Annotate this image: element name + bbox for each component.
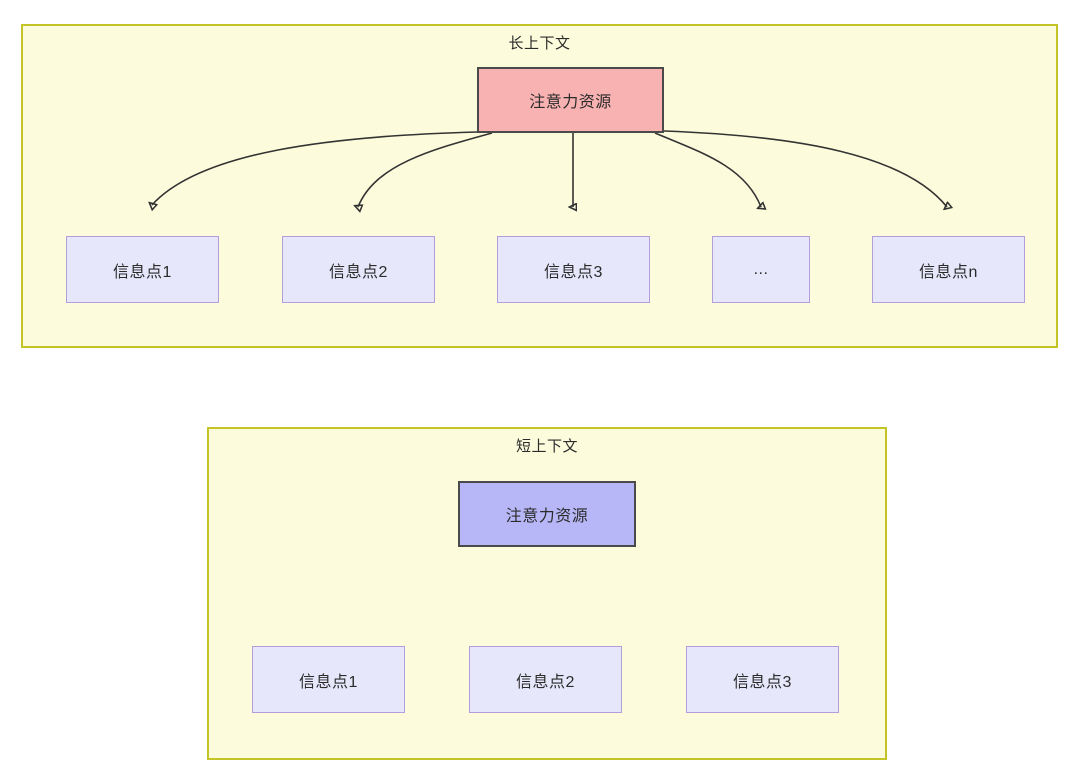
node-info-point-ellipsis-long[interactable]: ...	[712, 236, 810, 303]
node-info-point-1-short-label: 信息点1	[299, 673, 358, 691]
panel-long-context-title: 长上下文	[508, 35, 571, 52]
node-info-point-2-long[interactable]: 信息点2	[282, 236, 435, 303]
node-info-point-1-long[interactable]: 信息点1	[66, 236, 219, 303]
node-attention-resource-short[interactable]: 注意力资源	[458, 481, 636, 547]
node-info-point-3-long-label: 信息点3	[544, 263, 603, 281]
node-info-point-1-long-label: 信息点1	[113, 263, 172, 281]
node-info-point-3-short[interactable]: 信息点3	[686, 646, 839, 713]
node-attention-resource-long[interactable]: 注意力资源	[477, 67, 664, 133]
node-info-point-2-short-label: 信息点2	[516, 673, 575, 691]
node-info-point-n-long-label: 信息点n	[919, 263, 978, 281]
node-info-point-n-long[interactable]: 信息点n	[872, 236, 1025, 303]
node-info-point-2-long-label: 信息点2	[329, 263, 388, 281]
node-info-point-2-short[interactable]: 信息点2	[469, 646, 622, 713]
node-info-point-3-short-label: 信息点3	[733, 673, 792, 691]
node-info-point-ellipsis-long-label: ...	[753, 260, 769, 278]
node-info-point-3-long[interactable]: 信息点3	[497, 236, 650, 303]
node-attention-resource-long-label: 注意力资源	[529, 94, 612, 111]
node-info-point-1-short[interactable]: 信息点1	[252, 646, 405, 713]
node-attention-resource-short-label: 注意力资源	[505, 508, 589, 525]
panel-short-context-title: 短上下文	[515, 438, 578, 455]
